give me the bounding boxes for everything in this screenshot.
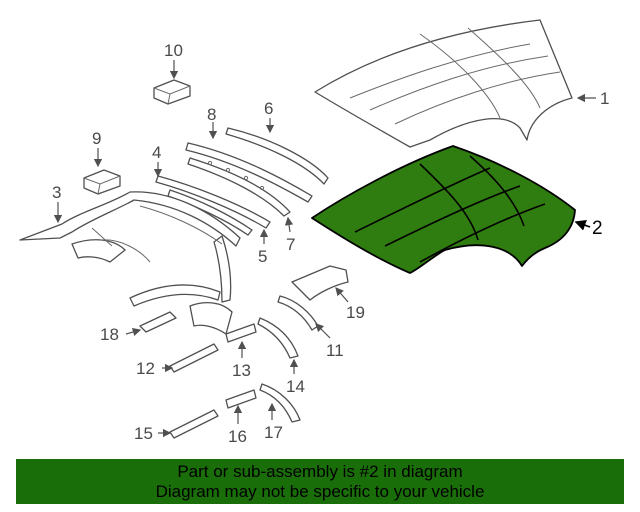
part-2-shape — [311, 145, 576, 274]
callout-18[interactable]: 18 — [100, 325, 119, 344]
part-17-trim[interactable] — [259, 383, 301, 423]
callout-5[interactable]: 5 — [258, 247, 267, 266]
part-11-trim[interactable] — [277, 295, 319, 331]
callout-7[interactable]: 7 — [286, 235, 295, 254]
parts-diagram: 1 2 3 4 5 6 7 8 9 10 11 12 13 14 15 16 1… — [19, 19, 609, 446]
part-18-trim[interactable] — [139, 311, 177, 333]
part-10-block[interactable] — [153, 79, 191, 105]
callout-1[interactable]: 1 — [600, 89, 609, 108]
part-4-rail[interactable] — [155, 175, 271, 229]
callout-12[interactable]: 12 — [136, 359, 155, 378]
callout-2[interactable]: 2 — [592, 218, 603, 239]
callout-11[interactable]: 11 — [326, 341, 344, 360]
part-12-trim[interactable] — [169, 343, 219, 373]
callout-14[interactable]: 14 — [286, 377, 305, 396]
banner-line-2: Diagram may not be specific to your vehi… — [155, 482, 485, 501]
callout-6[interactable]: 6 — [264, 99, 273, 118]
callout-16[interactable]: 16 — [228, 427, 247, 446]
part-8-rail[interactable] — [185, 142, 313, 203]
part-6-rail[interactable] — [225, 127, 329, 185]
part-7-rail[interactable] — [187, 157, 291, 217]
callout-19[interactable]: 19 — [346, 303, 365, 322]
part-3-frame[interactable] — [19, 191, 241, 335]
part-1-top-cover[interactable] — [314, 19, 573, 148]
info-banner: Part or sub-assembly is #2 in diagram Di… — [16, 459, 624, 504]
callout-4[interactable]: 4 — [152, 143, 161, 162]
part-13-trim[interactable] — [225, 323, 257, 343]
callout-9[interactable]: 9 — [92, 129, 101, 148]
callout-3[interactable]: 3 — [52, 183, 61, 202]
part-16-trim[interactable] — [225, 389, 257, 409]
banner-line-1: Part or sub-assembly is #2 in diagram — [177, 462, 463, 481]
part-2-headliner[interactable] — [311, 145, 576, 274]
part-14-trim[interactable] — [257, 317, 299, 359]
part-19-trim[interactable] — [291, 265, 349, 301]
callout-13[interactable]: 13 — [232, 361, 251, 380]
callout-10[interactable]: 10 — [164, 41, 183, 60]
part-15-trim[interactable] — [169, 409, 219, 439]
callout-15[interactable]: 15 — [134, 424, 153, 443]
part-9-block[interactable] — [83, 169, 121, 195]
callout-17[interactable]: 17 — [264, 423, 283, 442]
callout-8[interactable]: 8 — [207, 105, 216, 124]
